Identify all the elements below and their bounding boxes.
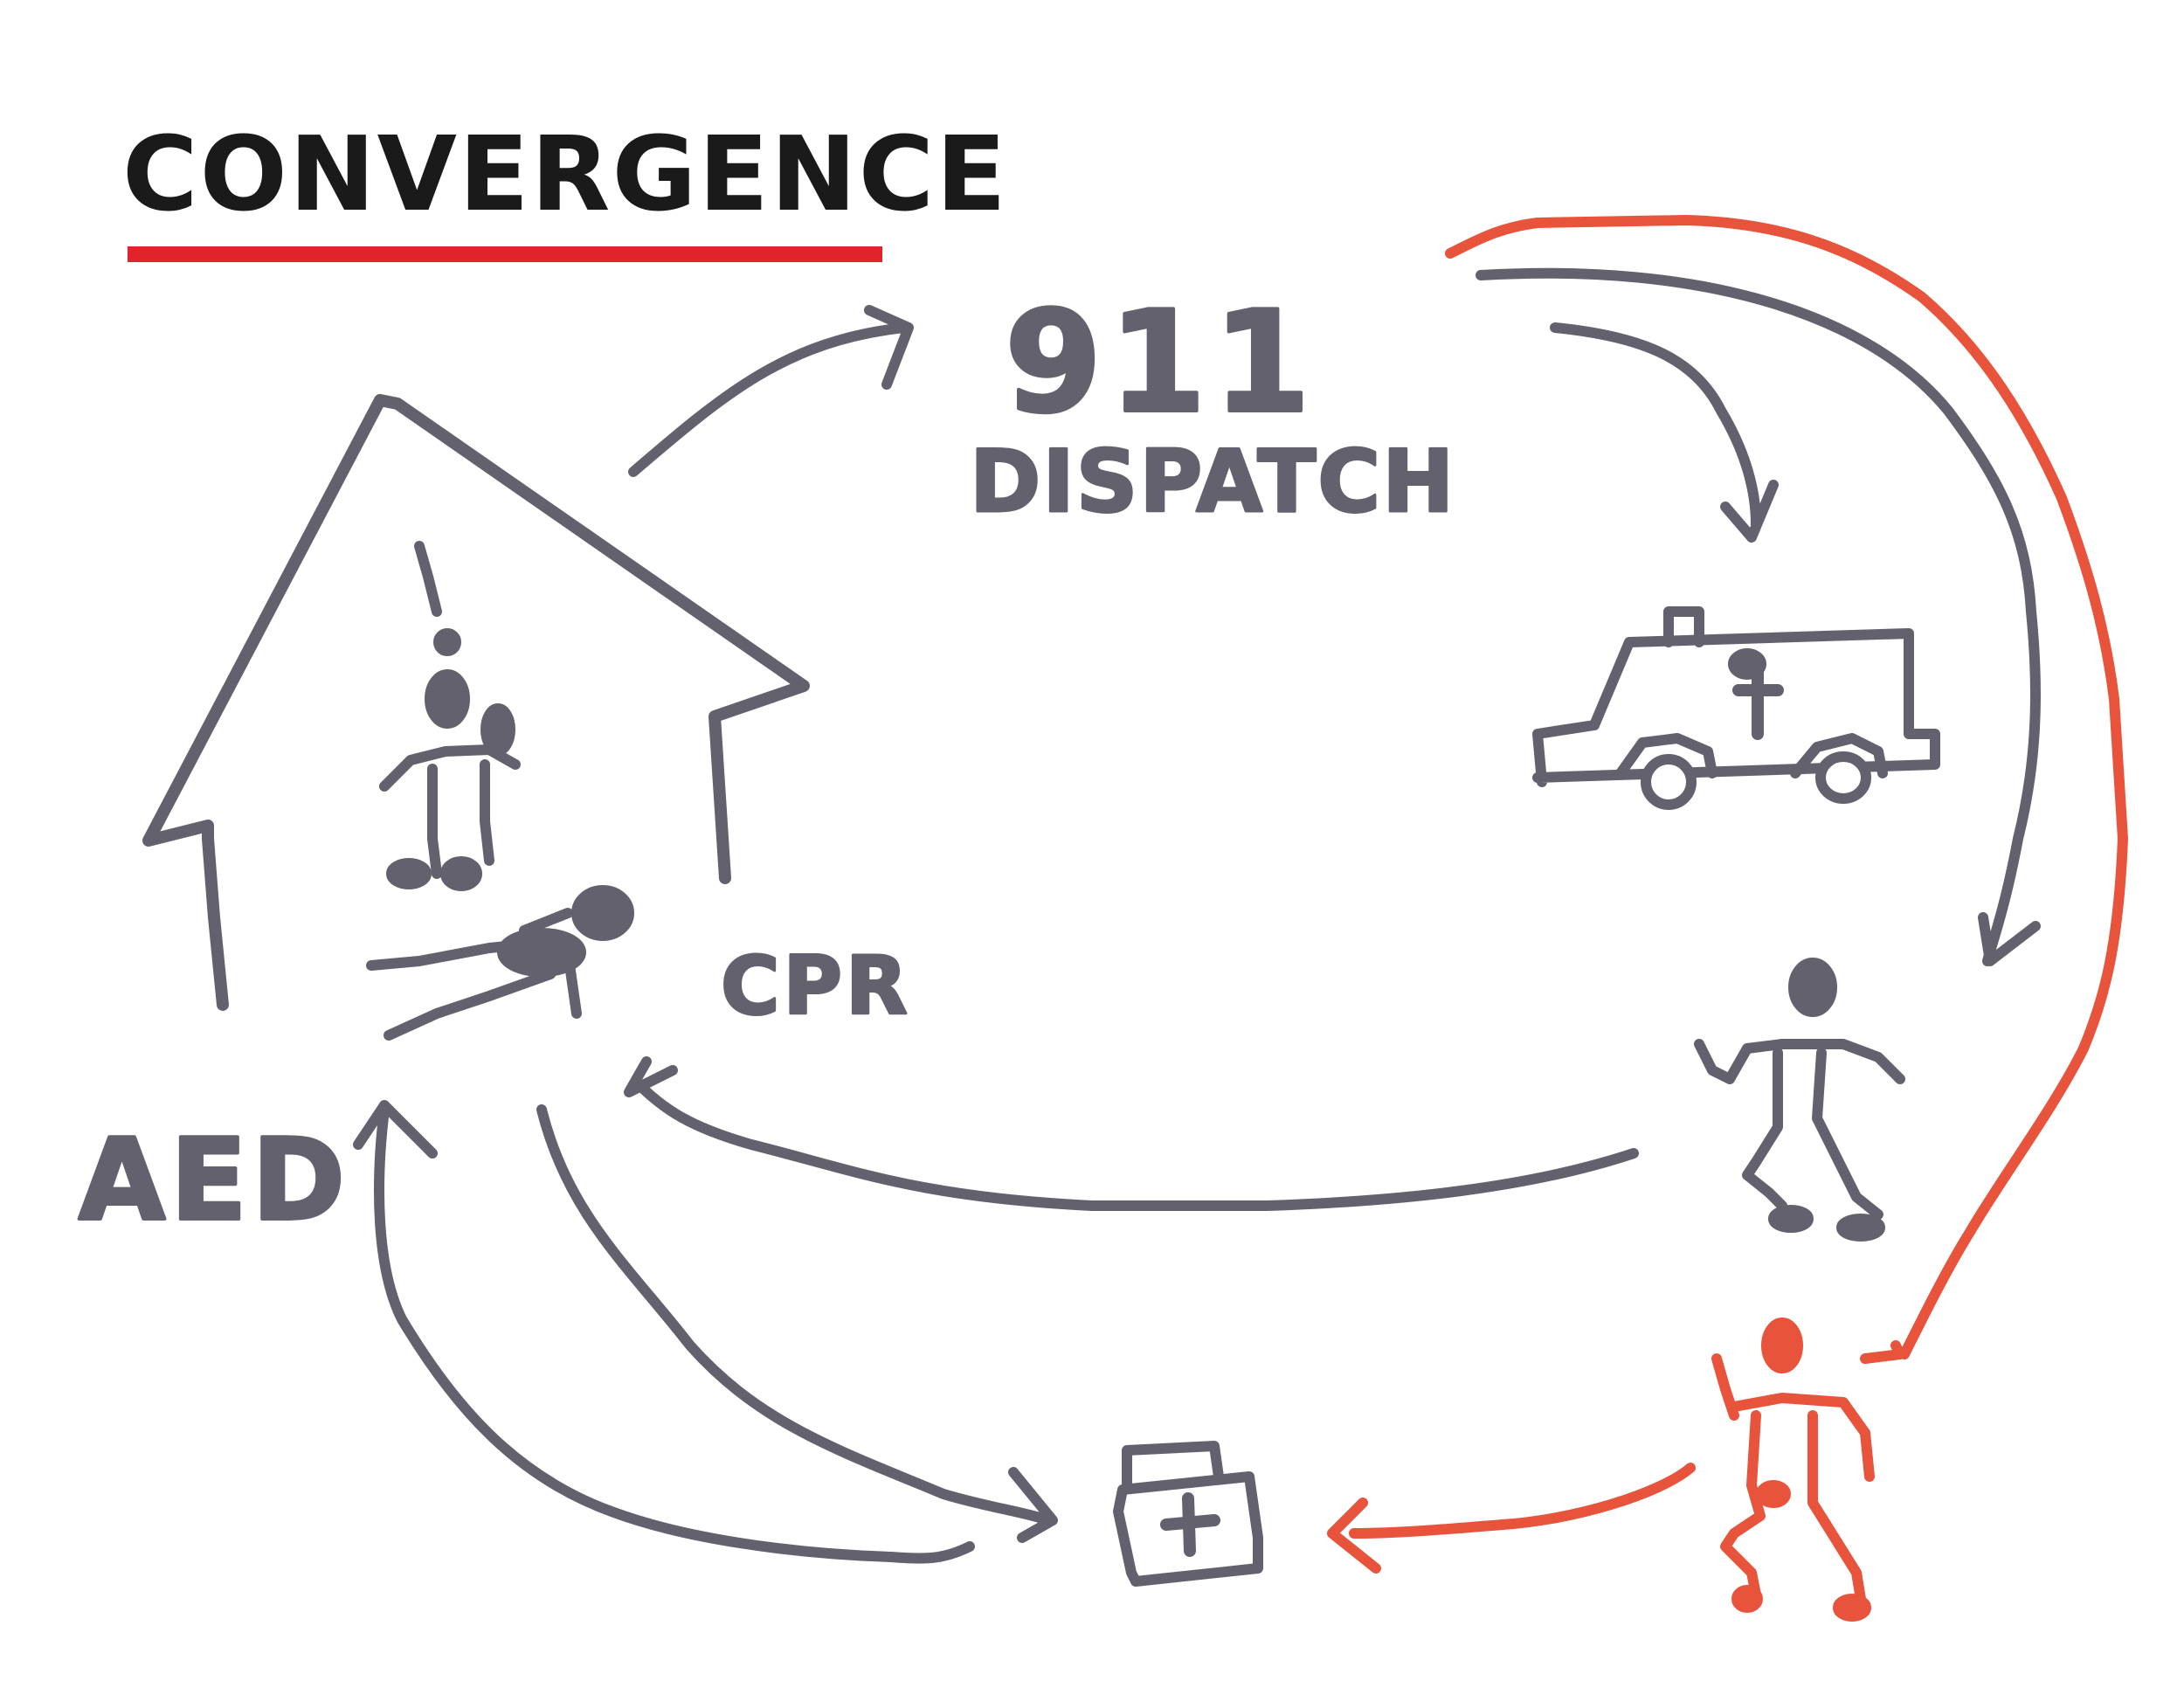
house-icon	[142, 394, 810, 1011]
dispatch-number-label: 911	[1005, 280, 1317, 444]
arrow-responder-victim	[624, 1056, 1639, 1211]
arrow-kit-victim	[353, 1100, 975, 1564]
responder-icon	[1694, 958, 1905, 1242]
arrow-alert-volunteer	[1445, 215, 2128, 1364]
page-title: CONVERGENCE	[122, 114, 1008, 234]
ambulance-icon	[1532, 606, 1940, 810]
volunteer-responder-icon	[1711, 1318, 1875, 1622]
title-underline	[128, 246, 882, 262]
bystander-icon	[379, 541, 521, 891]
dispatch-word-label: DISPATCH	[970, 432, 1455, 532]
arrow-call-911	[628, 305, 914, 477]
arrow-victim-kit	[536, 1104, 1058, 1543]
arrow-dispatch-ambulance	[1550, 322, 1779, 543]
arrow-volunteer-kit	[1327, 1463, 1696, 1574]
arrow-ambulance-responder	[1476, 267, 2041, 966]
cpr-label: CPR	[721, 939, 911, 1033]
aed-label: AED	[79, 1116, 350, 1246]
aed-kit-icon	[1113, 1441, 1263, 1587]
victim-icon	[366, 885, 634, 1041]
